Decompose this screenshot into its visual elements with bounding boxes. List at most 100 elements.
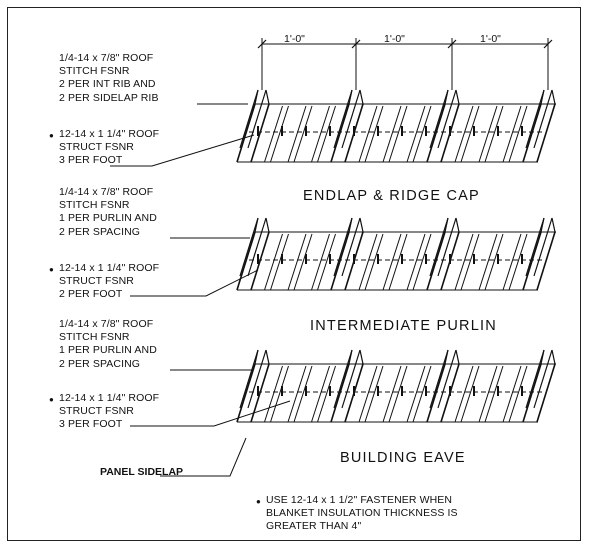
minor-rib-line bbox=[502, 365, 522, 423]
major-rib-edge bbox=[522, 231, 542, 291]
minor-rib-line bbox=[264, 233, 283, 291]
major-rib-top bbox=[265, 349, 270, 365]
stitch-note-3: 1/4-14 x 7/8" ROOF STITCH FSNR 1 PER PUR… bbox=[59, 318, 157, 370]
major-rib-top bbox=[444, 217, 449, 233]
major-rib-top bbox=[444, 89, 449, 105]
major-rib-crest bbox=[333, 89, 353, 149]
footnote: USE 12-14 x 1 1/2" FASTENER WHEN BLANKET… bbox=[256, 494, 458, 534]
major-rib-top bbox=[348, 217, 353, 233]
major-rib-crest bbox=[533, 349, 553, 409]
major-rib-crest bbox=[341, 89, 361, 149]
minor-rib-line bbox=[287, 365, 307, 423]
major-rib-crest bbox=[533, 217, 553, 277]
major-rib-edge bbox=[426, 231, 446, 291]
major-rib-top bbox=[348, 349, 353, 365]
major-rib-crest bbox=[429, 217, 449, 277]
major-rib-edge bbox=[426, 103, 446, 163]
minor-rib-line bbox=[388, 233, 408, 291]
major-rib-crest bbox=[341, 217, 361, 277]
minor-rib-line bbox=[460, 365, 480, 423]
major-rib-crest bbox=[437, 89, 457, 149]
minor-rib-line bbox=[454, 365, 474, 423]
minor-rib-line bbox=[287, 233, 307, 291]
section-title-eave: BUILDING EAVE bbox=[340, 450, 466, 466]
major-rib-edge bbox=[250, 103, 270, 163]
minor-rib-line bbox=[270, 365, 289, 423]
major-rib-crest bbox=[247, 217, 267, 277]
drawing-frame bbox=[7, 7, 581, 541]
major-rib-crest bbox=[239, 217, 259, 277]
major-rib-edge bbox=[536, 103, 556, 163]
dimension-tick bbox=[257, 39, 267, 49]
major-rib-crest bbox=[247, 89, 267, 149]
dimension-label-2: 1'-0" bbox=[384, 33, 405, 45]
stitch-note-1: 1/4-14 x 7/8" ROOF STITCH FSNR 2 PER INT… bbox=[59, 52, 159, 104]
major-rib-edge bbox=[536, 231, 556, 291]
minor-rib-line bbox=[508, 365, 528, 423]
major-rib-top bbox=[551, 349, 556, 365]
major-rib-top bbox=[254, 349, 259, 365]
major-rib-top bbox=[359, 89, 364, 105]
section-title-purlin: INTERMEDIATE PURLIN bbox=[310, 318, 497, 334]
major-rib-crest bbox=[341, 349, 361, 409]
minor-rib-line bbox=[364, 105, 384, 163]
minor-rib-line bbox=[478, 233, 498, 291]
minor-rib-line bbox=[358, 105, 378, 163]
major-rib-top bbox=[359, 217, 364, 233]
dimension-tick bbox=[447, 39, 457, 49]
roof-panel-3 bbox=[236, 349, 556, 423]
major-rib-crest bbox=[429, 89, 449, 149]
minor-rib-line bbox=[484, 365, 504, 423]
major-rib-crest bbox=[533, 89, 553, 149]
minor-rib-line bbox=[264, 365, 283, 423]
major-rib-top bbox=[540, 89, 545, 105]
major-rib-top bbox=[455, 217, 460, 233]
major-rib-crest bbox=[333, 349, 353, 409]
minor-rib-line bbox=[388, 105, 408, 163]
major-rib-edge bbox=[536, 363, 556, 423]
major-rib-top bbox=[551, 217, 556, 233]
minor-rib-line bbox=[311, 365, 330, 423]
major-rib-top bbox=[444, 349, 449, 365]
minor-rib-line bbox=[382, 365, 402, 423]
dimension-label-3: 1'-0" bbox=[480, 33, 501, 45]
major-rib-crest bbox=[437, 217, 457, 277]
struct-note-2: 12-14 x 1 1/4" ROOF STRUCT FSNR 2 PER FO… bbox=[49, 262, 159, 302]
minor-rib-line bbox=[484, 233, 504, 291]
dimension-tick bbox=[543, 39, 553, 49]
minor-rib-line bbox=[460, 105, 480, 163]
roof-panel-1 bbox=[236, 89, 556, 163]
major-rib-top bbox=[540, 217, 545, 233]
major-rib-top bbox=[455, 89, 460, 105]
major-rib-top bbox=[359, 349, 364, 365]
minor-rib-line bbox=[478, 105, 498, 163]
major-rib-edge bbox=[250, 231, 270, 291]
minor-rib-line bbox=[388, 365, 408, 423]
major-rib-edge bbox=[236, 231, 256, 291]
minor-rib-line bbox=[502, 233, 522, 291]
major-rib-crest bbox=[525, 349, 545, 409]
dimension-tick bbox=[351, 39, 361, 49]
minor-rib-line bbox=[358, 233, 378, 291]
roof-panel-2 bbox=[236, 217, 556, 291]
major-rib-top bbox=[551, 89, 556, 105]
minor-rib-line bbox=[293, 105, 313, 163]
minor-rib-line bbox=[270, 105, 289, 163]
major-rib-top bbox=[265, 217, 270, 233]
major-rib-crest bbox=[437, 349, 457, 409]
minor-rib-line bbox=[317, 105, 336, 163]
minor-rib-line bbox=[382, 233, 402, 291]
minor-rib-line bbox=[264, 105, 283, 163]
major-rib-top bbox=[254, 89, 259, 105]
minor-rib-line bbox=[293, 365, 313, 423]
struct-note-1: 12-14 x 1 1/4" ROOF STRUCT FSNR 3 PER FO… bbox=[49, 128, 159, 168]
major-rib-crest bbox=[247, 349, 267, 409]
major-rib-top bbox=[254, 217, 259, 233]
major-rib-edge bbox=[236, 103, 256, 163]
minor-rib-line bbox=[317, 365, 336, 423]
major-rib-edge bbox=[426, 363, 446, 423]
minor-rib-line bbox=[406, 365, 426, 423]
minor-rib-line bbox=[364, 233, 384, 291]
major-rib-crest bbox=[525, 89, 545, 149]
